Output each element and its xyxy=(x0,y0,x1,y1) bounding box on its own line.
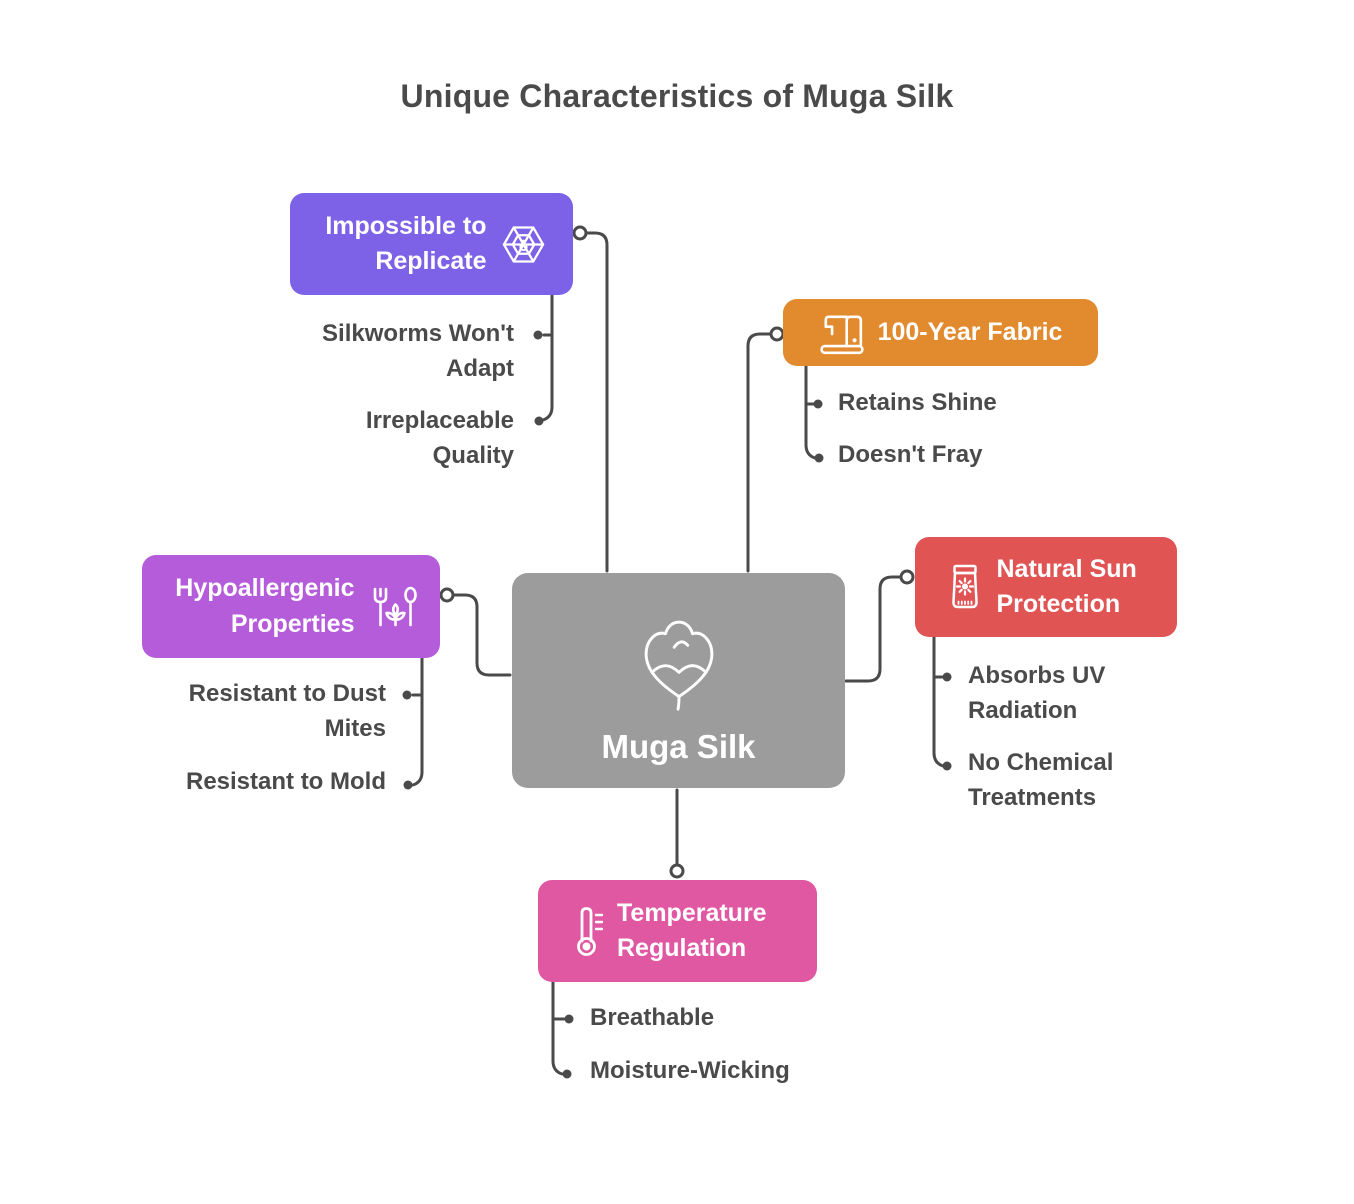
sub-item-breathable: Breathable xyxy=(590,1004,715,1031)
node-impossible-label: Impossible to Replicate xyxy=(325,211,487,276)
sewing-machine-icon xyxy=(819,310,865,356)
link-center-sun xyxy=(844,575,901,683)
spine-hypo xyxy=(411,655,424,787)
spine-fabric xyxy=(804,364,817,460)
center-node-label: Muga Silk xyxy=(601,727,756,765)
sub-item-no-chemical: No Chemical Treatments xyxy=(968,749,1114,811)
sub-item-absorbs-uv: Absorbs UV Radiation xyxy=(968,662,1106,724)
node-hypoallergenic-properties: Hypoallergenic Properties xyxy=(142,555,440,658)
spine-impossible xyxy=(541,293,554,422)
bullet-dots xyxy=(402,330,952,1079)
node-sun-label: Natural Sun Protection xyxy=(996,554,1137,619)
node-muga-silk: Muga Silk xyxy=(512,573,845,788)
node-temperature-regulation: Temperature Regulation xyxy=(538,880,817,982)
sub-item-silkworms-wont-adapt: Silkworms Won't Adapt xyxy=(322,320,514,382)
spine-temp xyxy=(551,979,564,1076)
node-hypoallergenic-label: Hypoallergenic Properties xyxy=(175,574,355,638)
node-natural-sun-protection: Natural Sun Protection xyxy=(915,537,1177,637)
cotton-boll-icon xyxy=(625,596,733,714)
link-fabric-center xyxy=(746,332,772,573)
link-hypo-center xyxy=(452,593,512,677)
sub-item-resistant-mold: Resistant to Mold xyxy=(185,768,386,795)
sub-item-irreplaceable-quality: Irreplaceable Quality xyxy=(365,407,514,469)
sub-item-moisture-wicking: Moisture-Wicking xyxy=(590,1057,790,1084)
link-impossible-center xyxy=(584,231,609,573)
node-temperature-label: Temperature Regulation xyxy=(617,898,767,963)
page-title: Unique Characteristics of Muga Silk xyxy=(400,78,954,114)
utensils-leaf-icon xyxy=(368,584,418,630)
thermometer-icon xyxy=(570,905,604,957)
anchor-circles xyxy=(439,225,915,879)
spider-web-icon xyxy=(500,221,547,268)
node-100-year-fabric: 100-Year Fabric xyxy=(783,299,1098,366)
sub-item-retains-shine: Retains Shine xyxy=(838,389,997,416)
sub-item-doesnt-fray: Doesn't Fray xyxy=(838,441,983,468)
sunscreen-tube-icon xyxy=(946,563,984,611)
node-impossible-to-replicate: Impossible to Replicate xyxy=(290,193,573,295)
spine-sun xyxy=(932,634,945,768)
sub-item-resistant-dust-mites: Resistant to Dust Mites xyxy=(188,680,386,742)
node-fabric-label: 100-Year Fabric xyxy=(877,317,1063,346)
